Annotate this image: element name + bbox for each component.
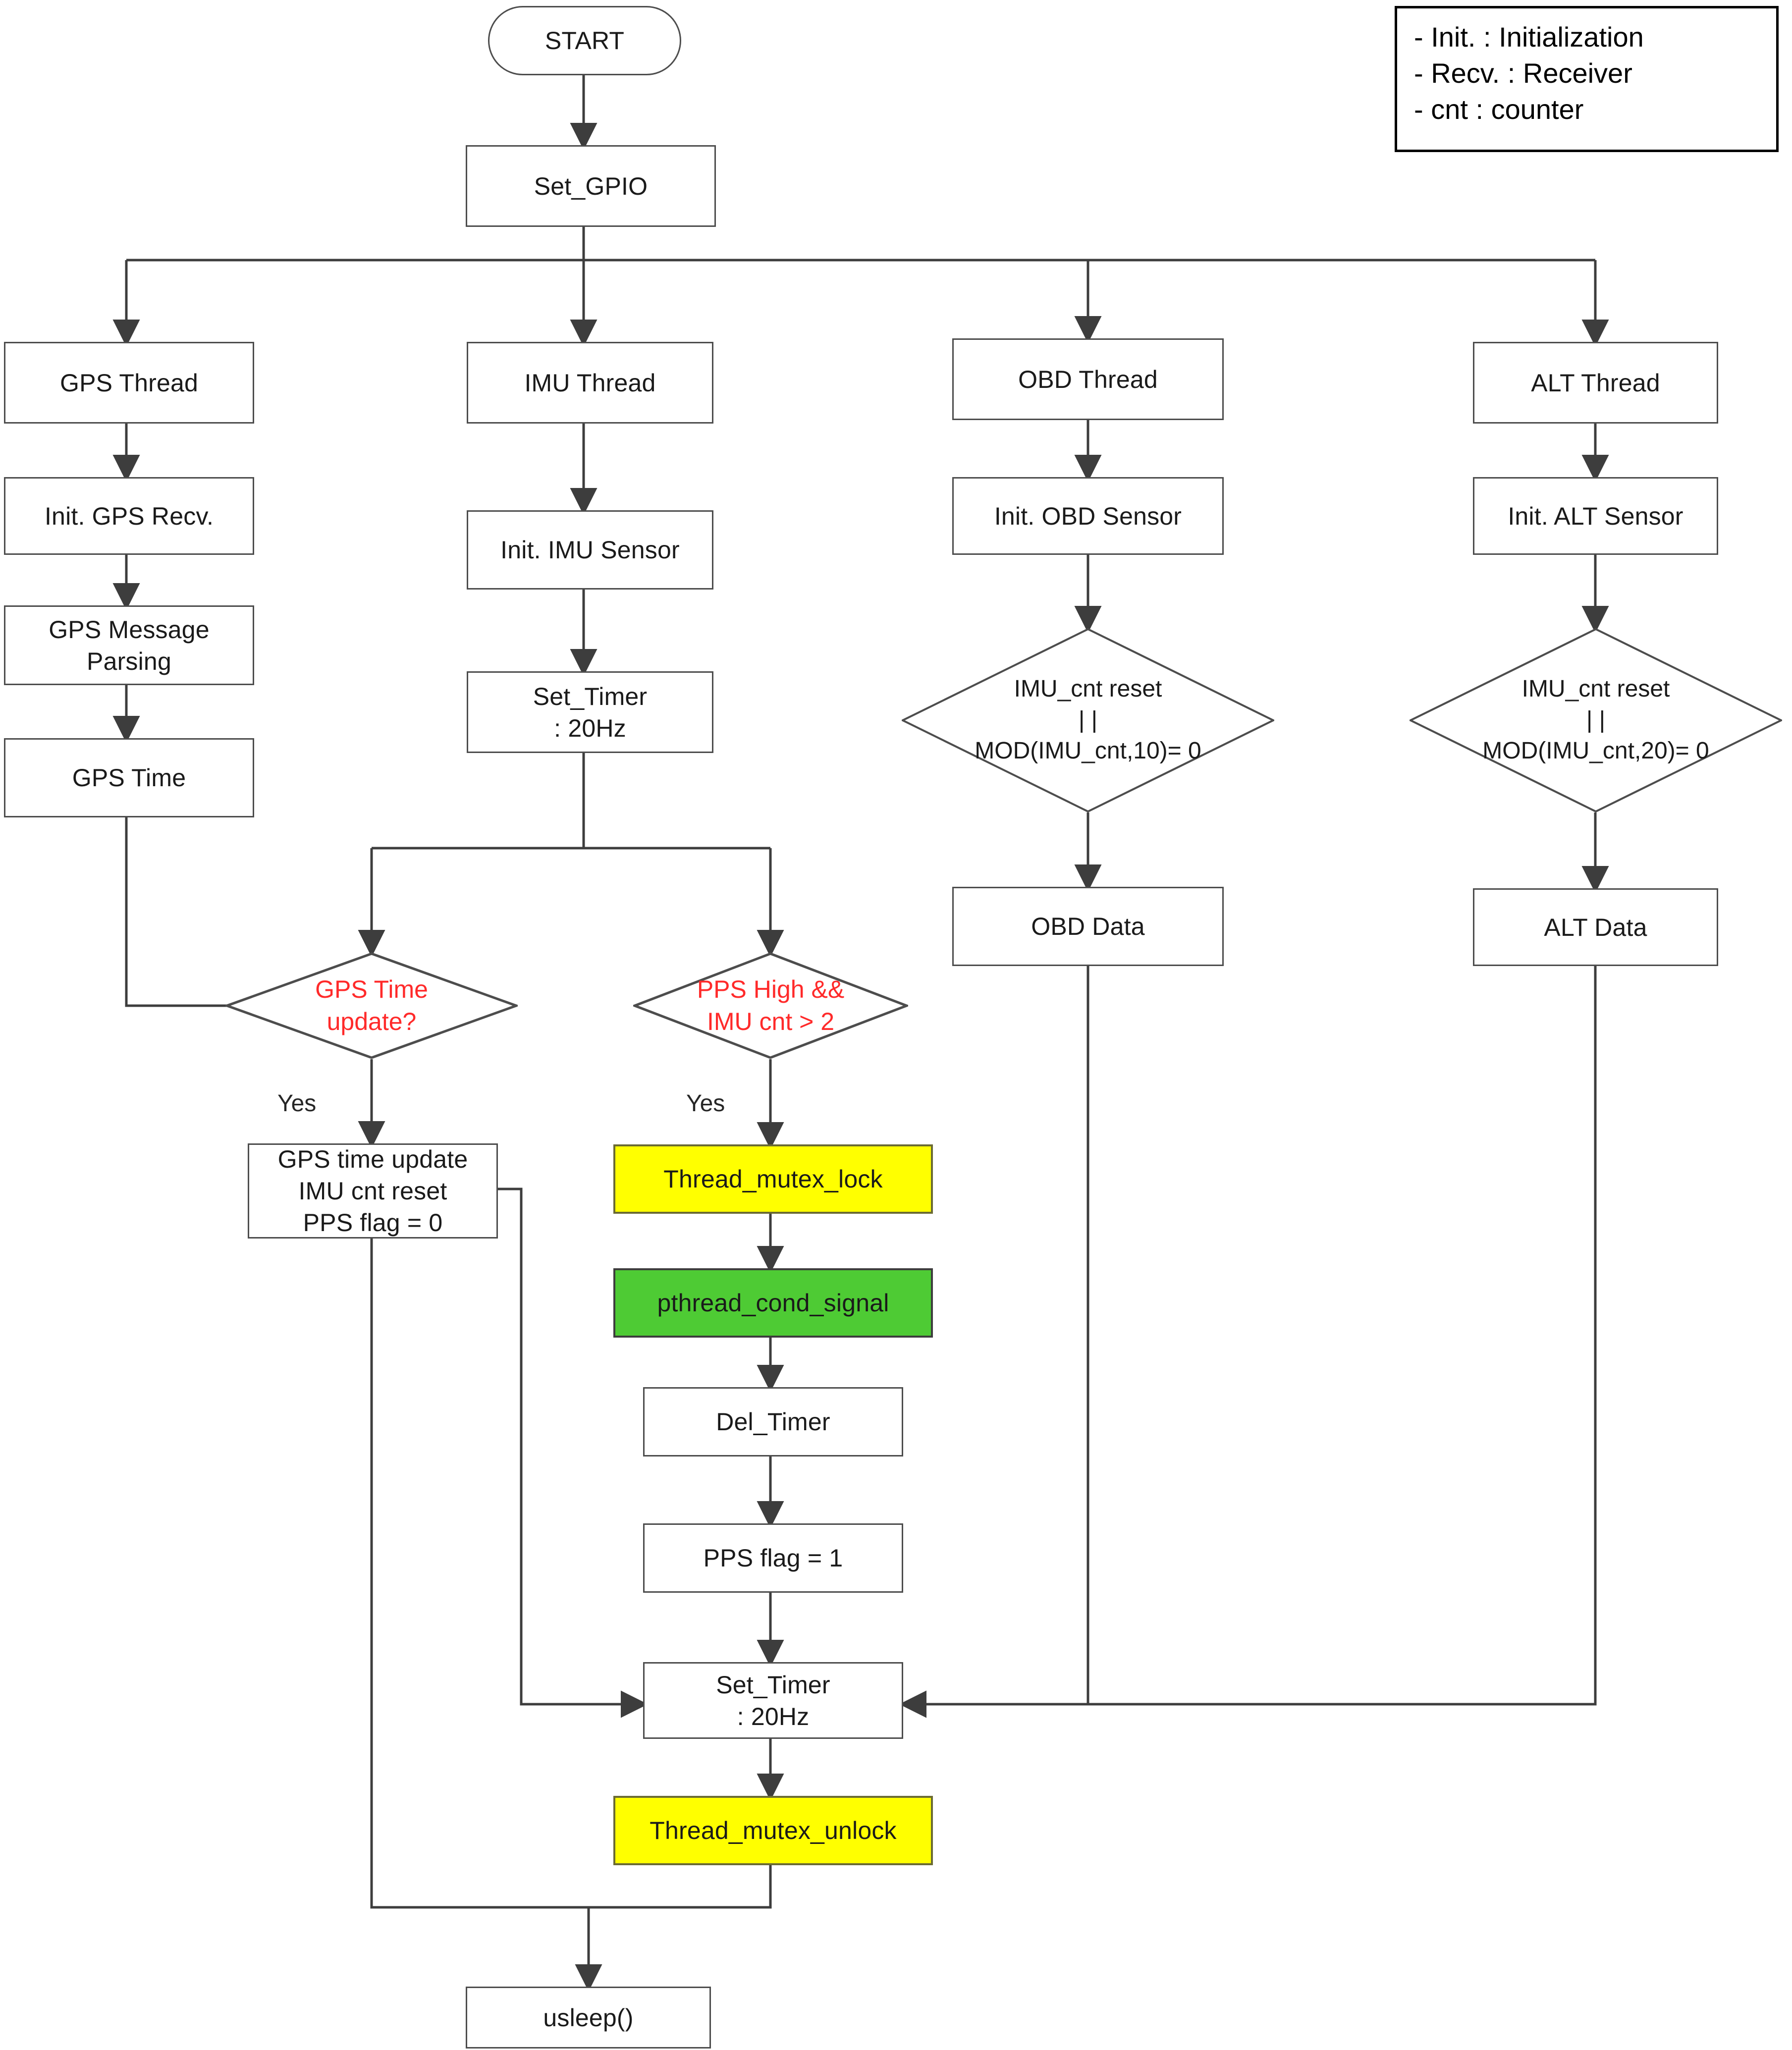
- legend-line-recv: - Recv. : Receiver: [1414, 57, 1632, 89]
- node-del-timer[interactable]: Del_Timer: [643, 1387, 903, 1457]
- decision-alt-cond-label: IMU_cnt reset | | MOD(IMU_cnt,20)= 0: [1482, 676, 1709, 764]
- node-alt-data[interactable]: ALT Data: [1473, 888, 1718, 966]
- decision-gps-time-update[interactable]: GPS Time update?: [223, 952, 520, 1059]
- node-set-timer-bottom[interactable]: Set_Timer : 20Hz: [643, 1662, 903, 1739]
- node-thread-mutex-unlock[interactable]: Thread_mutex_unlock: [613, 1796, 933, 1865]
- decision-obd-cond-label: IMU_cnt reset | | MOD(IMU_cnt,10)= 0: [975, 676, 1201, 764]
- node-alt-thread[interactable]: ALT Thread: [1473, 342, 1718, 424]
- node-gps-message-parsing[interactable]: GPS Message Parsing: [4, 605, 254, 685]
- node-start[interactable]: START: [488, 6, 681, 75]
- node-set-timer-top[interactable]: Set_Timer : 20Hz: [467, 671, 713, 753]
- edge-label-pps-yes: Yes: [686, 1090, 725, 1117]
- node-init-obd-sensor[interactable]: Init. OBD Sensor: [952, 477, 1224, 555]
- node-set-gpio[interactable]: Set_GPIO: [466, 145, 716, 227]
- decision-pps-high[interactable]: PPS High && IMU cnt > 2: [631, 952, 911, 1059]
- node-obd-data[interactable]: OBD Data: [952, 887, 1224, 966]
- node-usleep[interactable]: usleep(): [466, 1987, 711, 2049]
- node-imu-thread[interactable]: IMU Thread: [467, 342, 713, 424]
- legend-line-init: - Init. : Initialization: [1414, 21, 1644, 53]
- node-init-gps-recv[interactable]: Init. GPS Recv.: [4, 477, 254, 555]
- node-pps-flag-1[interactable]: PPS flag = 1: [643, 1523, 903, 1593]
- node-init-imu-sensor[interactable]: Init. IMU Sensor: [467, 510, 713, 590]
- legend-line-cnt: - cnt : counter: [1414, 93, 1584, 125]
- decision-obd-cond[interactable]: IMU_cnt reset | | MOD(IMU_cnt,10)= 0: [900, 628, 1276, 813]
- legend-box: - Init. : Initialization - Recv. : Recei…: [1395, 6, 1779, 152]
- node-init-alt-sensor[interactable]: Init. ALT Sensor: [1473, 477, 1718, 555]
- decision-alt-cond[interactable]: IMU_cnt reset | | MOD(IMU_cnt,20)= 0: [1408, 628, 1784, 813]
- node-pthread-cond-signal[interactable]: pthread_cond_signal: [613, 1268, 933, 1338]
- node-gps-time-update-action[interactable]: GPS time update IMU cnt reset PPS flag =…: [248, 1143, 498, 1239]
- node-obd-thread[interactable]: OBD Thread: [952, 338, 1224, 420]
- edge-label-gps-yes: Yes: [277, 1090, 317, 1117]
- node-gps-time[interactable]: GPS Time: [4, 738, 254, 817]
- node-thread-mutex-lock[interactable]: Thread_mutex_lock: [613, 1144, 933, 1214]
- node-gps-thread[interactable]: GPS Thread: [4, 342, 254, 424]
- decision-gps-time-update-label: GPS Time update?: [315, 975, 428, 1035]
- decision-pps-high-label: PPS High && IMU cnt > 2: [697, 975, 845, 1035]
